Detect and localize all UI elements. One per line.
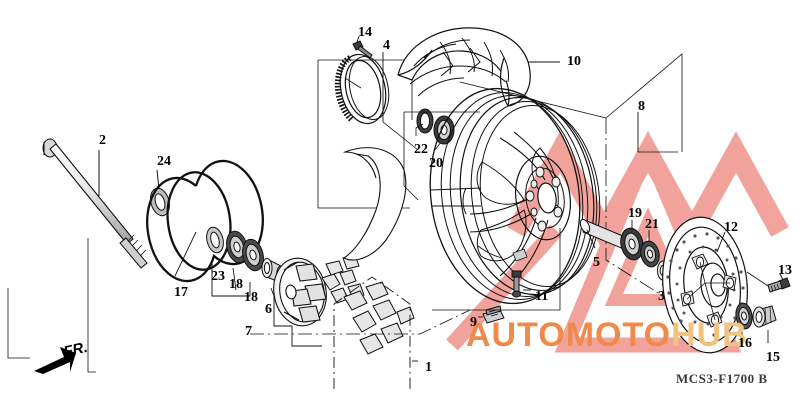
callout-bearing-18a: 18: [229, 277, 243, 292]
leader-18a: [232, 267, 237, 291]
assembly-bracket-b: [318, 59, 413, 120]
leader-13: [779, 273, 784, 281]
callout-disk-bolt-13: 13: [778, 263, 792, 278]
callout-bearing-19: 19: [628, 206, 642, 221]
fr-direction-arrow: [34, 347, 76, 374]
part-code-label: MCS3-F1700 B: [676, 371, 768, 386]
callout-rear-brake-disk-12: 12: [724, 220, 738, 235]
callout-rear-axle-2: 2: [99, 133, 106, 148]
part-17-o-ring: [146, 159, 264, 283]
callout-bearing-18b: 18: [244, 290, 258, 305]
part-19-bearing: [620, 227, 644, 261]
bracket-left: [87, 238, 96, 373]
part-11-valve: [511, 270, 522, 298]
part-4-pulser-ring: [334, 53, 390, 125]
rear-fender-shroud: [342, 147, 407, 261]
part-9-balance-weight: [482, 305, 505, 324]
callout-side-collar-16: 16: [738, 336, 752, 351]
callout-dust-seal-21: 21: [645, 217, 659, 232]
leader-18b: [236, 282, 251, 297]
bracket-8: [605, 53, 683, 152]
watermark-brand-text-right: HUB: [671, 316, 748, 354]
callout-washer-24: 24: [157, 154, 171, 169]
part-7-driven-flange: [273, 257, 327, 327]
part-2-rear-axle: [42, 138, 148, 269]
leader-12: [716, 231, 726, 253]
part-1-damper-set: [343, 281, 415, 355]
part-16-side-collar: [735, 302, 753, 330]
part-15-axle-nut: [752, 305, 777, 328]
callout-axle-nut-15: 15: [766, 350, 780, 365]
leader-20: [434, 141, 442, 151]
callout-pulser-ring-4: 4: [383, 38, 390, 53]
callout-distance-collar-5: 5: [593, 255, 600, 270]
centerline-hub: [250, 309, 471, 335]
part-18b-bearing: [242, 238, 264, 272]
callout-balance-weight-9: 9: [470, 315, 477, 330]
part-23-washer: [206, 226, 224, 254]
watermark-brand-text: AUTOMOTOHUB: [466, 316, 748, 355]
callout-tire-10: 10: [567, 54, 581, 69]
part-21-dust-seal: [640, 240, 660, 268]
callout-dust-seal-22: 22: [414, 142, 428, 157]
callout-pulser-ring-bolt-14: 14: [358, 25, 372, 40]
leader-6: [273, 296, 292, 327]
part-18a-bearing: [226, 230, 248, 264]
leader-22: [415, 123, 424, 136]
bracket-lower: [432, 228, 561, 311]
callout-collar-3: 3: [658, 289, 665, 304]
part-24-washer: [150, 187, 170, 217]
leader-6-a: [270, 287, 275, 297]
bracket-22-20: [403, 112, 419, 201]
callout-washer-23: 23: [211, 269, 225, 284]
watermark-brand-text-left: AUTOMOTO: [466, 316, 672, 354]
part-12-rear-brake-disk: [662, 216, 748, 354]
part-22-dust-seal: [416, 108, 434, 134]
callout-o-ring-17: 17: [174, 285, 188, 300]
callout-rear-wheel-sub-assembly-8: 8: [638, 99, 645, 114]
centerline-8: [605, 118, 683, 309]
callout-driven-flange-7: 7: [245, 324, 252, 339]
leader-5: [586, 229, 596, 249]
callout-valve-11: 11: [535, 289, 549, 304]
leader-7b: [291, 326, 322, 347]
leader-17: [174, 231, 197, 277]
leader-23: [211, 262, 236, 297]
part-8-rear-wheel: [429, 87, 601, 305]
leader-14: [356, 35, 360, 43]
callout-bearing-20: 20: [429, 156, 443, 171]
bracket-left2: [7, 288, 30, 359]
callout-damper-set-1: 1: [425, 360, 432, 375]
part-10-tire: [397, 27, 531, 107]
part-13-disk-bolt: [767, 277, 791, 293]
callout-collar-6: 6: [265, 302, 272, 317]
part-1-enclosure: [333, 276, 411, 389]
